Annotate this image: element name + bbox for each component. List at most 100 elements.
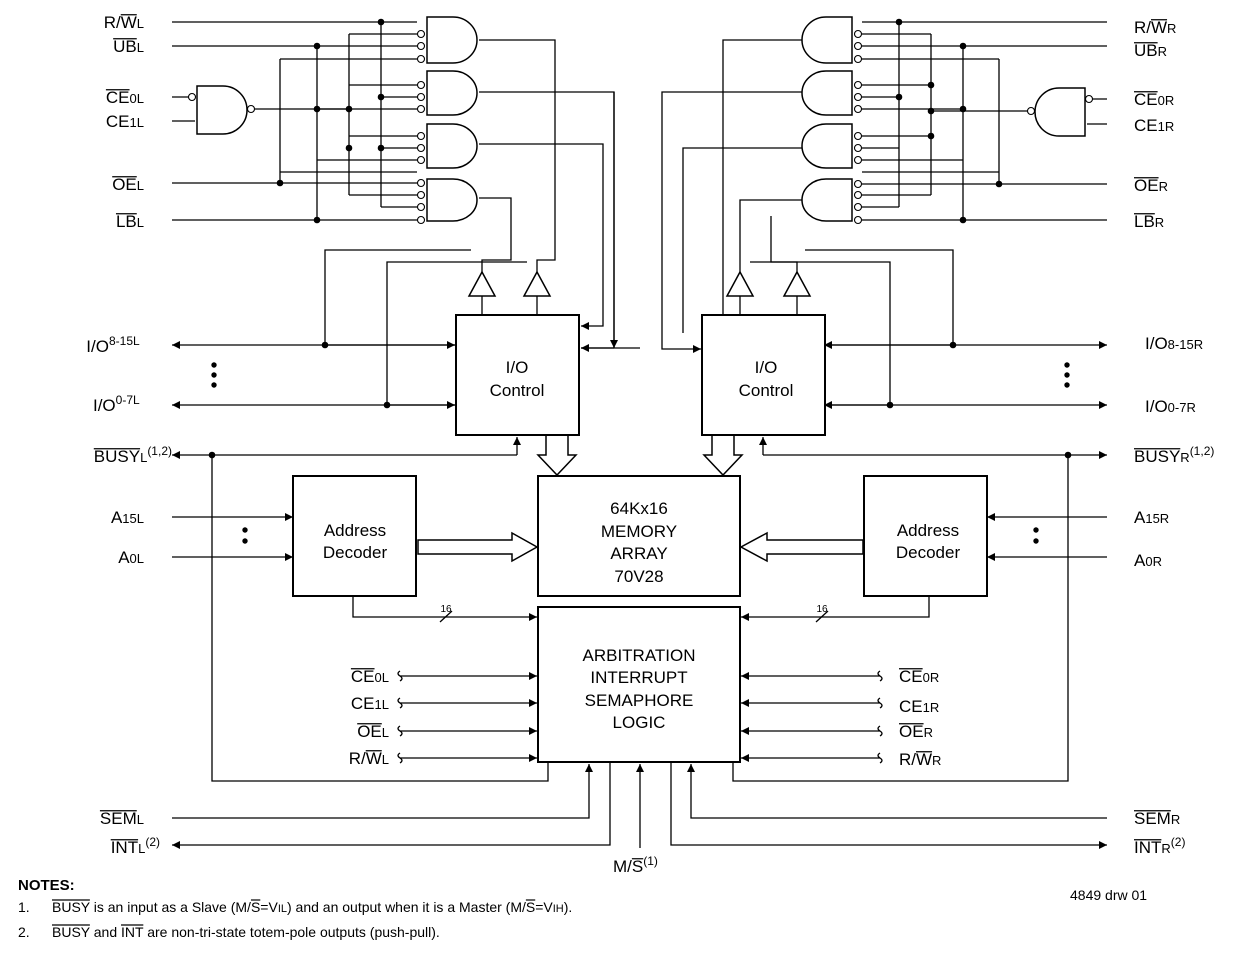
note-1: 1. BUSY is an input as a Slave (M/S=VIL) … (18, 899, 572, 915)
label-ub-right: UBR (1134, 41, 1167, 60)
label-io-lo-right: I/O0-7R (1145, 397, 1196, 416)
io-control-left-line1: I/O (506, 358, 529, 377)
svg-text:I/O8-15R: I/O8-15R (1145, 334, 1203, 353)
left-and-gates (196, 16, 478, 222)
svg-text:OEL: OEL (112, 175, 144, 194)
label-arb-ce1-left: CE1L (351, 694, 389, 713)
svg-text:CE0L: CE0L (106, 88, 144, 107)
svg-text:A0L: A0L (118, 548, 144, 567)
io-control-right-line2: Control (739, 381, 794, 400)
and-gate-right-2 (801, 70, 853, 116)
label-ce1-right: CE1R (1134, 116, 1174, 135)
memory-line3: ARRAY (610, 544, 667, 563)
svg-text:BUSY is an input as a Slave (M: BUSY is an input as a Slave (M/S=VIL) an… (52, 899, 572, 915)
label-ce0-left: CE0L (105, 88, 144, 107)
arb-line3: SEMAPHORE (585, 691, 694, 710)
svg-text:M/S(1): M/S(1) (613, 854, 658, 876)
bus-arrow-right-io (702, 434, 744, 477)
buffer-left-2 (522, 270, 552, 297)
svg-text:BUSYL(1,2): BUSYL(1,2) (94, 444, 172, 466)
label-busy-left: BUSYL(1,2) (93, 444, 172, 466)
and-gate-right-1 (801, 16, 853, 64)
nand-gate-ce-right (1034, 87, 1086, 137)
label-io-hi-right: I/O8-15R (1145, 334, 1203, 353)
label-oe-right: OER (1134, 176, 1168, 195)
and-gate-right-3 (801, 123, 853, 169)
label-arb-ce0-left: CE0L (350, 667, 389, 686)
label-int-right: INTR(2) (1134, 835, 1185, 857)
svg-text:UBL: UBL (113, 37, 144, 56)
bus-arrow-left-io (536, 434, 578, 477)
bus-arrows (417, 434, 864, 563)
and-gate-left-2 (426, 70, 478, 116)
label-a15-right: A15R (1134, 508, 1169, 527)
label-oe-left: OEL (112, 175, 144, 194)
label-a15-left: A15L (111, 508, 144, 527)
label-lb-right: LBR (1134, 212, 1164, 231)
drawing-id: 4849 drw 01 (1070, 887, 1147, 903)
label-arb-ce0-right: CE0R (899, 667, 939, 686)
svg-text:I/O0-7R: I/O0-7R (1145, 397, 1196, 416)
label-arb-rw-left: R/WL (349, 749, 389, 768)
memory-line1: 64Kx16 (610, 499, 668, 518)
label-int-left: INTL(2) (110, 835, 160, 857)
svg-text:LBL: LBL (116, 212, 144, 231)
buffer-right-1 (725, 270, 755, 297)
and-gate-left-1 (426, 16, 478, 64)
svg-text:R/WL: R/WL (349, 749, 389, 768)
bus-width-left: 16 (440, 604, 452, 615)
ellipsis-dots (211, 362, 1070, 544)
label-arb-ce1-right: CE1R (899, 697, 939, 716)
tristate-buffers (467, 270, 812, 297)
label-sem-left: SEML (99, 809, 144, 828)
io-control-right-block: I/O Control (701, 314, 826, 436)
memory-line2: MEMORY (601, 522, 677, 541)
svg-text:CE0R: CE0R (1134, 90, 1174, 109)
svg-text:A15L: A15L (111, 508, 144, 527)
bus-arrow-left-addr (417, 531, 539, 563)
svg-text:1.: 1. (18, 899, 30, 915)
addr-dec-left-line2: Decoder (323, 543, 388, 562)
memory-array-block: 64Kx16 MEMORY ARRAY 70V28 (537, 475, 741, 597)
buffer-right-2 (782, 270, 812, 297)
svg-text:OEL: OEL (357, 722, 389, 741)
svg-text:CE0L: CE0L (351, 667, 389, 686)
svg-text:CE1R: CE1R (1134, 116, 1174, 135)
svg-text:CE0R: CE0R (899, 667, 939, 686)
arb-line4: LOGIC (613, 713, 666, 732)
svg-text:A15R: A15R (1134, 508, 1169, 527)
right-and-gates (801, 16, 1086, 222)
addr-dec-right-line1: Address (897, 521, 959, 540)
svg-text:SEML: SEML (100, 809, 144, 828)
svg-text:2.: 2. (18, 924, 30, 940)
label-rw-right: R/WR (1134, 18, 1176, 37)
label-sem-right: SEMR (1134, 809, 1180, 828)
label-io-hi-left: I/O8-15L (86, 334, 140, 356)
and-gate-right-4 (801, 178, 853, 222)
addr-dec-left-line1: Address (324, 521, 386, 540)
arb-line2: INTERRUPT (590, 668, 687, 687)
svg-text:CE1R: CE1R (899, 697, 939, 716)
io-control-right-line1: I/O (755, 358, 778, 377)
svg-text:UBR: UBR (1134, 41, 1167, 60)
label-ce0-right: CE0R (1134, 90, 1174, 109)
svg-text:OER: OER (899, 722, 933, 741)
svg-text:R/WL: R/WL (104, 13, 144, 32)
svg-text:BUSY and INT are non-tri-state: BUSY and INT are non-tri-state totem-pol… (52, 924, 440, 940)
label-busy-right: BUSYR(1,2) (1134, 444, 1214, 466)
label-ms: M/S(1) (613, 854, 658, 876)
svg-text:SEMR: SEMR (1134, 809, 1180, 828)
arbitration-logic-block: ARBITRATION INTERRUPT SEMAPHORE LOGIC (537, 606, 741, 763)
left-wiring (172, 21, 640, 849)
label-lb-left: LBL (115, 212, 144, 231)
svg-text:R/WR: R/WR (1134, 18, 1176, 37)
junction-dots (208, 18, 1072, 459)
bus-width-right: 16 (816, 604, 828, 615)
label-rw-left: R/WL (104, 13, 144, 32)
svg-text:CE1L: CE1L (106, 112, 144, 131)
inversion-bubbles (187, 29, 1094, 225)
svg-text:INTL(2): INTL(2) (111, 835, 160, 857)
svg-text:OER: OER (1134, 176, 1168, 195)
label-a0-right: A0R (1134, 551, 1162, 570)
label-a0-left: A0L (118, 548, 144, 567)
